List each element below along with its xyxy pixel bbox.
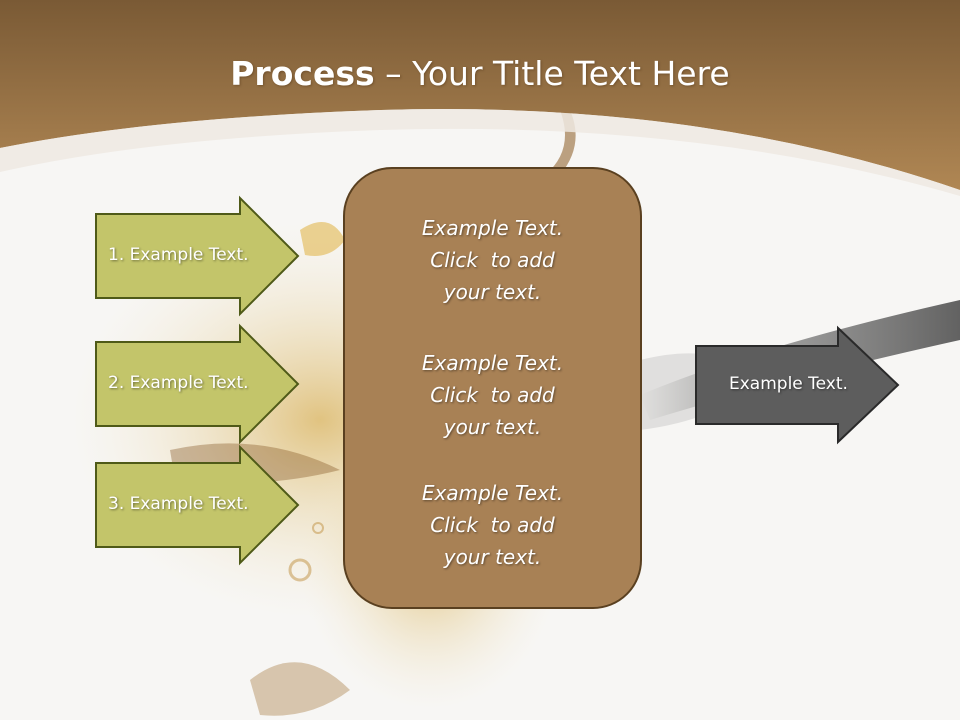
center-text-block-2: Example Text. Click to add your text. [345,347,640,443]
center-text-line: Click to add [430,513,555,537]
left-arrow-1-label: 1. Example Text. [108,245,249,265]
right-arrow-label: Example Text. [729,374,848,394]
center-text-line: Example Text. [421,351,564,375]
header-band [0,0,960,190]
right-arrow[interactable] [695,325,900,445]
left-arrow-2-label: 2. Example Text. [108,373,249,393]
center-text-block-3: Example Text. Click to add your text. [345,477,640,573]
left-arrow-3-label: 3. Example Text. [108,494,249,514]
center-text-line: your text. [443,415,542,439]
title-bold-part: Process [230,54,375,93]
header-swoosh [0,109,960,196]
center-text-line: Click to add [430,383,555,407]
center-process-box[interactable] [343,167,642,609]
center-text-line: Click to add [430,248,555,272]
center-text-line: Example Text. [421,216,564,240]
title-rest-part: – Your Title Text Here [374,54,730,93]
center-text-line: your text. [443,280,542,304]
center-text-block-1: Example Text. Click to add your text. [345,212,640,308]
left-arrow-3[interactable] [95,444,300,566]
left-arrow-2[interactable] [95,323,300,445]
center-text-line: your text. [443,545,542,569]
slide-title[interactable]: Process – Your Title Text Here [0,52,960,96]
center-text-line: Example Text. [421,481,564,505]
left-arrow-1[interactable] [95,195,300,317]
